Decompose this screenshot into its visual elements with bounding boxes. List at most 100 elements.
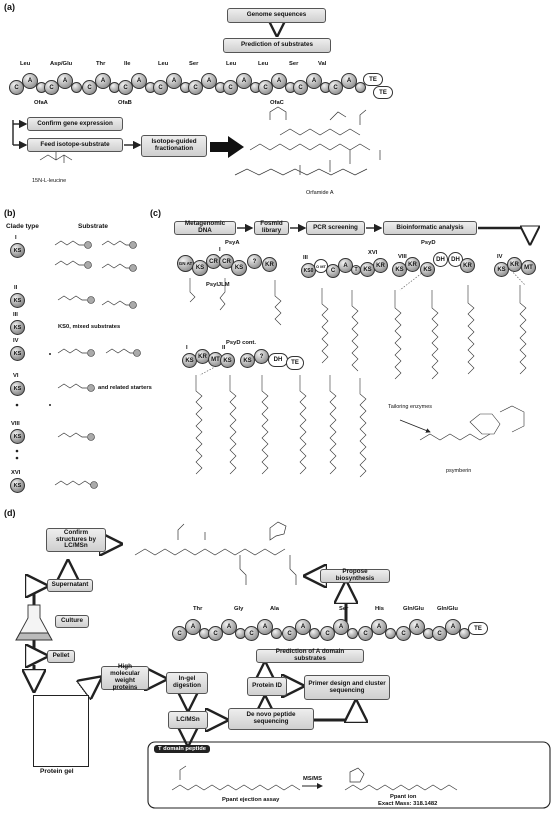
domain-ks: KS: [192, 260, 208, 276]
substrate-carriers: [84, 241, 141, 489]
panel-label-c: (c): [150, 208, 161, 218]
substrate-header: Substrate: [78, 223, 108, 230]
peptide-structure: [134, 521, 297, 585]
domain-c: C: [293, 80, 308, 95]
residue-leu-3: Leu: [226, 61, 237, 67]
domain-t: [355, 82, 366, 93]
related-starters-note: and related starters: [98, 385, 152, 391]
domain-a: A: [257, 619, 273, 635]
domain-gnat: GN AT: [177, 255, 194, 272]
domain-c: C: [396, 626, 411, 641]
domain-dh: DH: [433, 252, 448, 267]
pcr-screening-box: PCR screening: [306, 221, 365, 235]
domain-t: [385, 628, 396, 639]
exact-mass-label: Exact Mass: 318.1482: [378, 801, 438, 807]
domain-c: C: [153, 80, 168, 95]
fosmid-library-box: Fosmid library: [254, 220, 289, 235]
domain-a: A: [57, 73, 73, 89]
residue-gly-d: Gly: [234, 606, 244, 612]
protein-ofaa: OfaA: [34, 100, 48, 106]
arrow-prediction-propose: [340, 580, 360, 623]
panel-label-d: (d): [4, 508, 16, 518]
domain-ks: KS: [420, 262, 435, 277]
domain-c: C: [282, 626, 297, 641]
domain-ks: KS: [220, 353, 235, 368]
substrate-structures: [54, 240, 134, 486]
domain-c: C: [258, 80, 273, 95]
metagenomic-dna-box: Metagenomic DNA: [174, 220, 236, 235]
t-domain-peptide-label: T domain peptide: [154, 745, 210, 753]
big-arrow-orfamide: [210, 136, 244, 158]
clade-iv: IV: [13, 338, 19, 344]
prediction-substrates-box: Prediction of substrates: [223, 38, 331, 53]
protein-ofab: OfaB: [118, 100, 132, 106]
domain-c: C: [9, 80, 24, 95]
clade-mark-viii: VIII: [398, 254, 407, 260]
domain-a: A: [166, 73, 182, 89]
confirm-expression-box: Confirm gene expression: [27, 117, 123, 131]
residue-ala-d: Ala: [270, 606, 280, 612]
domain-t: [271, 628, 282, 639]
domain-c: C: [244, 626, 259, 641]
domain-mt: MT: [521, 260, 536, 275]
ks-domain-i: KS: [10, 243, 25, 258]
domain-t: [71, 82, 82, 93]
domain-te-1: TE: [363, 73, 383, 86]
psyd-label: PsyD: [421, 240, 436, 246]
domain-kr: KR: [262, 257, 277, 272]
domain-kr: KR: [405, 257, 420, 272]
residue-ser-1: Ser: [189, 61, 199, 67]
clade-mark-ii: II: [222, 345, 226, 351]
leucine-structure: [39, 147, 73, 163]
domain-a: A: [185, 619, 201, 635]
prediction-a-domain-box: Prediction of A domain substrates: [256, 648, 364, 663]
residue-leu-2: Leu: [158, 61, 169, 67]
domain-ks: KS: [392, 262, 407, 277]
ppant-assay-box: [147, 741, 551, 809]
residue-leu-4: Leu: [258, 61, 269, 67]
supernatant-box: Supernatant: [47, 579, 93, 592]
residue-glnglu-1: Gln/Glu: [403, 606, 424, 612]
clade-ellipsis: [15, 352, 51, 460]
clade-mark-i: I: [219, 247, 221, 253]
domain-c: C: [208, 626, 223, 641]
residue-glnglu-2: Gln/Glu: [437, 606, 458, 612]
domain-unknown: ?: [247, 254, 262, 269]
clade-mark-iii: III: [303, 255, 308, 261]
ppant-ion-label: Ppant ion: [390, 794, 417, 800]
domain-a: A: [131, 73, 147, 89]
clade-mark-i-cont: I: [186, 345, 188, 351]
clade-ii: II: [14, 285, 18, 291]
ks0-note: KS0, mixed substrates: [58, 324, 121, 330]
pellet-box: Pellet: [47, 650, 75, 663]
clade-mark-xvi: XVI: [368, 250, 378, 256]
culture-box: Culture: [55, 615, 89, 628]
protein-gel-label: Protein gel: [40, 768, 74, 775]
domain-c: C: [432, 626, 447, 641]
psyd-cont-label: PsyD cont.: [226, 340, 256, 346]
ppant-structures: [171, 765, 458, 791]
residue-asp-glu: Asp/Glu: [50, 61, 73, 67]
domain-t: [347, 628, 358, 639]
clade-mark-iv: IV: [497, 254, 503, 260]
ks-domain-viii: KS: [10, 429, 25, 444]
tailoring-label: Tailoring enzymes: [388, 404, 433, 410]
isotope-fractionation-box: Isotope-guided fractionation: [141, 135, 207, 157]
lcms-box: LC/MSn: [168, 711, 208, 729]
domain-unknown: ?: [254, 349, 269, 364]
domain-kr: KR: [460, 258, 475, 273]
protein-ofac: OfaC: [270, 100, 284, 106]
clade-vi: VI: [13, 373, 19, 379]
domain-ks: KS: [240, 353, 255, 368]
domain-t: [309, 628, 320, 639]
arrow-flask-supernatant: [34, 586, 46, 605]
domain-a: A: [95, 73, 111, 89]
domain-a: A: [271, 73, 287, 89]
residue-thr: Thr: [96, 61, 106, 67]
flask-icon: [15, 604, 53, 641]
domain-te: TE: [286, 356, 304, 370]
panel-label-a: (a): [4, 2, 15, 12]
tailoring-arrow: [399, 419, 431, 433]
polyketide-chains: [189, 278, 527, 478]
domain-kr: KR: [373, 258, 388, 273]
